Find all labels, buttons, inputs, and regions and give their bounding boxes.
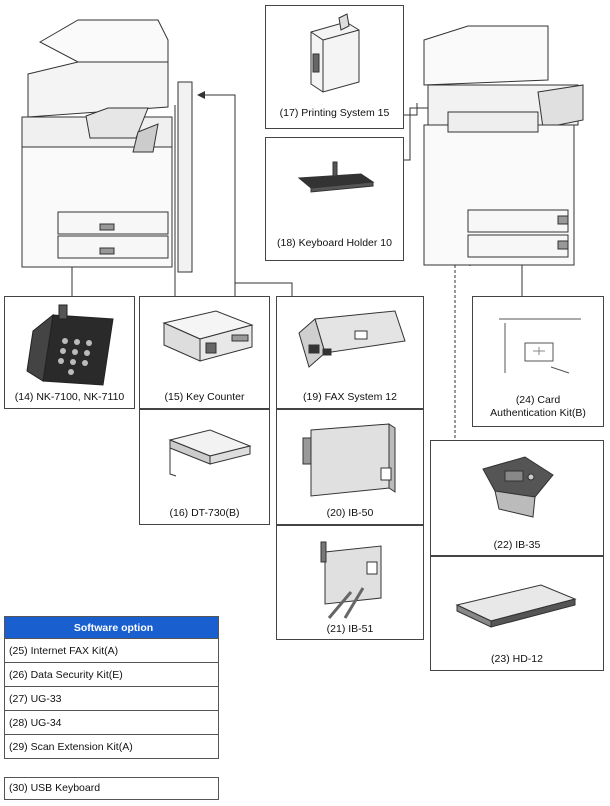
ib35-module-icon bbox=[475, 451, 560, 523]
software-item-29: (29) Scan Extension Kit(A) bbox=[5, 735, 219, 759]
hd12-label: (23) HD-12 bbox=[431, 653, 603, 666]
option-key-counter: (15) Key Counter bbox=[139, 296, 270, 409]
fax-board-icon bbox=[295, 305, 410, 377]
option-card-auth-kit: (24) Card Authentication Kit(B) bbox=[472, 296, 604, 427]
numeric-keypad-icon bbox=[23, 301, 123, 387]
numeric-keypad-label: (14) NK-7100, NK-7110 bbox=[5, 391, 134, 404]
hard-disk-icon bbox=[451, 579, 581, 629]
option-document-tray: (16) DT-730(B) bbox=[139, 409, 270, 525]
software-item-26: (26) Data Security Kit(E) bbox=[5, 663, 219, 687]
ib50-label: (20) IB-50 bbox=[277, 507, 423, 520]
card-auth-label-1: (24) Card bbox=[473, 394, 603, 407]
document-tray-icon bbox=[160, 424, 255, 484]
document-tray-label: (16) DT-730(B) bbox=[140, 507, 269, 520]
option-keyboard-holder: (18) Keyboard Holder 10 bbox=[265, 137, 404, 261]
card-reader-icon bbox=[495, 313, 585, 383]
software-option-table: Software option (25) Internet FAX Kit(A)… bbox=[4, 616, 219, 759]
printing-system-label: (17) Printing System 15 bbox=[266, 107, 403, 120]
ib35-label: (22) IB-35 bbox=[431, 539, 603, 552]
option-hd-12: (23) HD-12 bbox=[430, 556, 604, 671]
ib51-label: (21) IB-51 bbox=[277, 623, 423, 636]
software-item-28: (28) UG-34 bbox=[5, 711, 219, 735]
fax-system-label: (19) FAX System 12 bbox=[277, 391, 423, 404]
ib50-board-icon bbox=[301, 418, 401, 503]
software-option-header: Software option bbox=[5, 617, 219, 639]
keyboard-holder-label: (18) Keyboard Holder 10 bbox=[266, 237, 403, 250]
printing-system-icon bbox=[301, 12, 371, 97]
mfp-right-illustration bbox=[418, 20, 590, 270]
option-fax-system: (19) FAX System 12 bbox=[276, 296, 424, 409]
option-ib-51: (21) IB-51 bbox=[276, 525, 424, 640]
option-ib-50: (20) IB-50 bbox=[276, 409, 424, 525]
key-counter-label: (15) Key Counter bbox=[140, 391, 269, 404]
usb-keyboard-item: (30) USB Keyboard bbox=[4, 777, 219, 800]
mfp-left-illustration bbox=[18, 12, 193, 282]
option-ib-35: (22) IB-35 bbox=[430, 440, 604, 556]
key-counter-icon bbox=[156, 305, 256, 365]
card-auth-label-2: Authentication Kit(B) bbox=[473, 407, 603, 420]
ib51-board-icon bbox=[311, 532, 401, 622]
option-printing-system: (17) Printing System 15 bbox=[265, 5, 404, 129]
option-numeric-keypad: (14) NK-7100, NK-7110 bbox=[4, 296, 135, 409]
keyboard-holder-icon bbox=[291, 160, 381, 200]
software-item-27: (27) UG-33 bbox=[5, 687, 219, 711]
software-item-25: (25) Internet FAX Kit(A) bbox=[5, 639, 219, 663]
